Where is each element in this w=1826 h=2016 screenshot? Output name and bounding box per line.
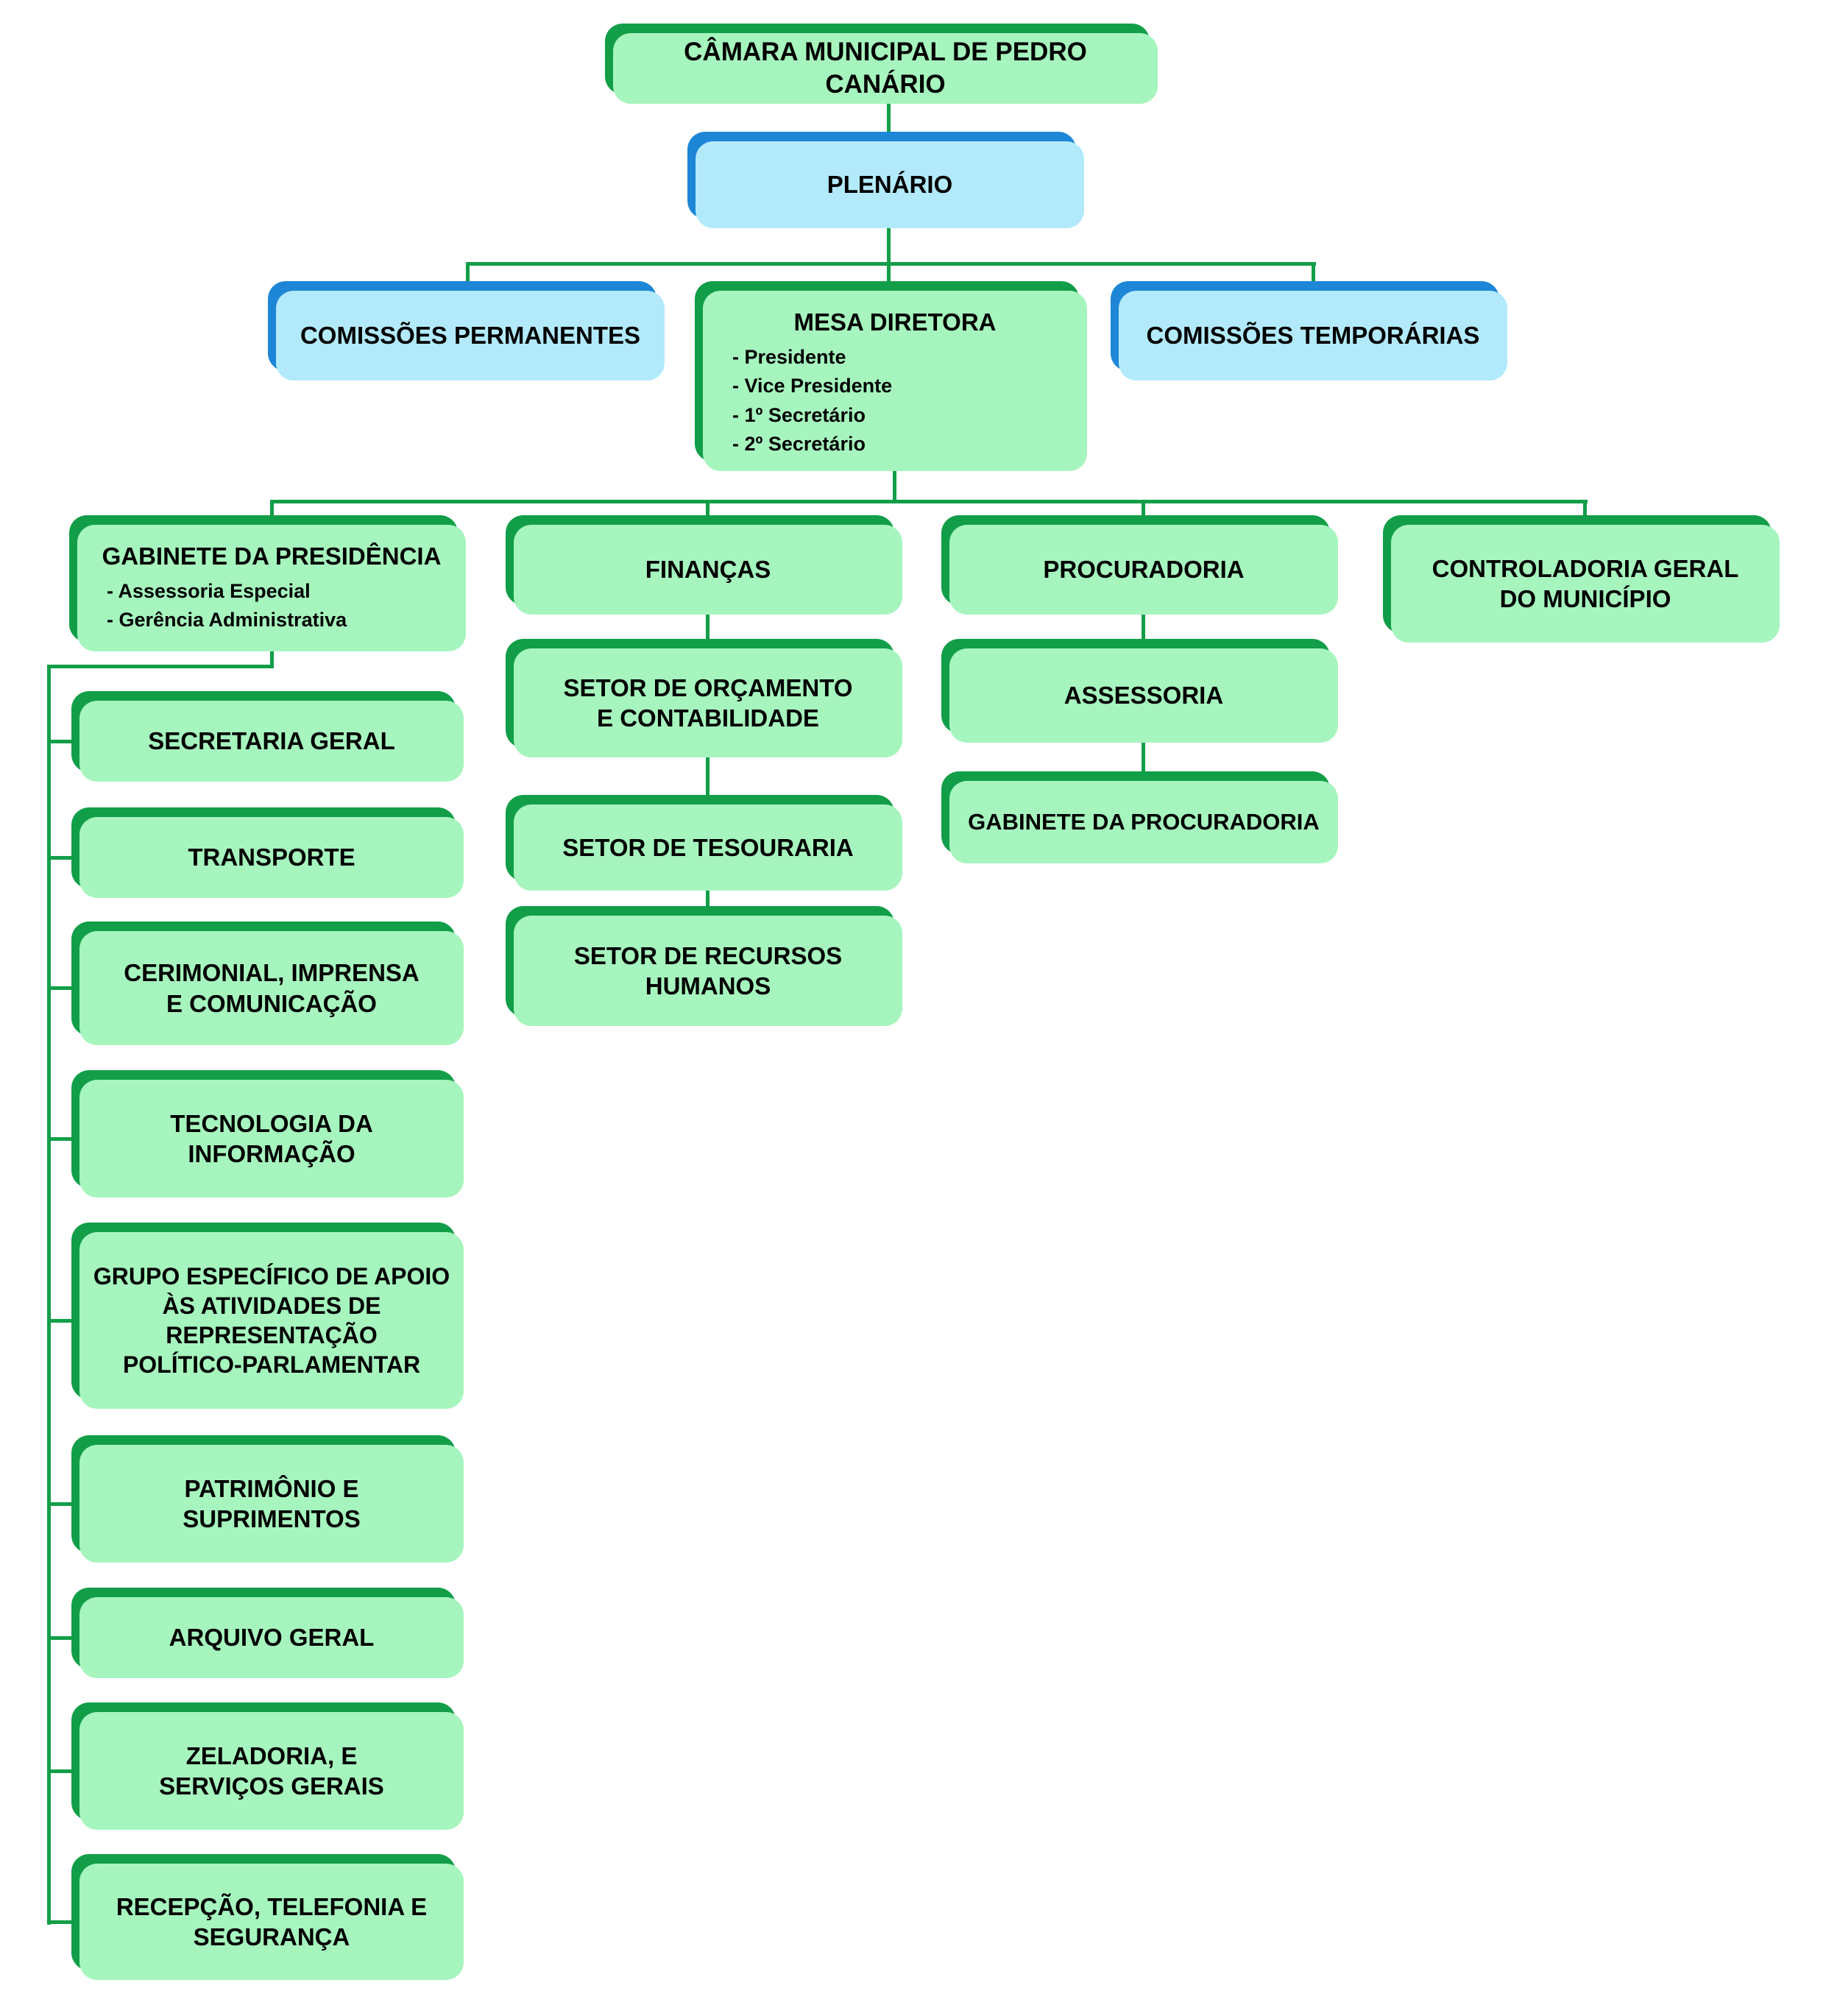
sublist-item: - Presidente [732, 346, 846, 369]
node-recepcao-telefonia-seguranca: RECEPÇÃO, TELEFONIA E SEGURANÇA [79, 1864, 464, 1980]
node-sublist: - Presidente - Vice Presidente - 1º Secr… [713, 343, 892, 459]
node-mesa-diretora: MESA DIRETORA - Presidente - Vice Presid… [703, 291, 1087, 471]
node-camara-municipal: CÂMARA MUNICIPAL DE PEDRO CANÁRIO [613, 33, 1158, 104]
node-label: CERIMONIAL, IMPRENSA E COMUNICAÇÃO [124, 959, 420, 1017]
node-label: PROCURADORIA [1043, 556, 1245, 584]
connector [706, 500, 709, 529]
node-label: PLENÁRIO [827, 171, 953, 199]
connector [47, 1920, 81, 1924]
node-plenario: PLENÁRIO [696, 141, 1084, 228]
node-comissoes-permanentes: COMISSÕES PERMANENTES [276, 291, 665, 381]
connector [1142, 613, 1145, 650]
sublist-item: - 2º Secretário [732, 432, 866, 455]
sublist-item: - 1º Secretário [732, 403, 866, 426]
node-label: PATRIMÔNIO E SUPRIMENTOS [183, 1474, 361, 1532]
node-label: TRANSPORTE [188, 843, 355, 871]
node-label: SECRETARIA GERAL [148, 727, 395, 755]
sublist-item: - Assessoria Especial [107, 580, 311, 603]
node-controladoria-geral: CONTROLADORIA GERAL DO MUNICÍPIO [1391, 525, 1780, 643]
node-label: CONTROLADORIA GERAL DO MUNICÍPIO [1432, 554, 1739, 612]
node-transporte: TRANSPORTE [79, 817, 464, 898]
node-label: SETOR DE RECURSOS HUMANOS [573, 941, 843, 1000]
node-label: FINANÇAS [645, 556, 771, 584]
connector [887, 102, 891, 146]
node-label: RECEPÇÃO, TELEFONIA E SEGURANÇA [116, 1892, 428, 1950]
connector [47, 1636, 81, 1640]
connector [47, 1137, 81, 1141]
node-label: GABINETE DA PROCURADORIA [968, 808, 1320, 835]
connector [893, 470, 896, 503]
node-financas: FINANÇAS [514, 525, 902, 615]
node-procuradoria: PROCURADORIA [949, 525, 1338, 615]
connector [270, 500, 274, 529]
connector [706, 889, 709, 917]
connector [47, 1769, 81, 1773]
node-arquivo-geral: ARQUIVO GERAL [79, 1597, 464, 1678]
node-cerimonial-imprensa-comunicacao: CERIMONIAL, IMPRENSA E COMUNICAÇÃO [79, 931, 464, 1045]
node-label: GABINETE DA PRESIDÊNCIA [102, 542, 442, 570]
connector [47, 740, 81, 743]
node-grupo-apoio-politico-parlamentar: GRUPO ESPECÍFICO DE APOIO ÀS ATIVIDADES … [79, 1232, 464, 1409]
node-label: ASSESSORIA [1064, 682, 1224, 710]
node-label: SETOR DE ORÇAMENTO E CONTABILIDADE [563, 673, 853, 732]
node-label: CÂMARA MUNICIPAL DE PEDRO CANÁRIO [684, 38, 1087, 99]
node-patrimonio-suprimentos: PATRIMÔNIO E SUPRIMENTOS [79, 1445, 464, 1563]
node-gabinete-procuradoria: GABINETE DA PROCURADORIA [949, 781, 1338, 863]
node-label: GRUPO ESPECÍFICO DE APOIO ÀS ATIVIDADES … [93, 1263, 450, 1378]
connector [270, 500, 1588, 503]
node-setor-recursos-humanos: SETOR DE RECURSOS HUMANOS [514, 916, 902, 1026]
node-setor-orcamento-contabilidade: SETOR DE ORÇAMENTO E CONTABILIDADE [514, 648, 902, 757]
node-setor-tesouraria: SETOR DE TESOURARIA [514, 804, 902, 891]
node-assessoria: ASSESSORIA [949, 648, 1338, 743]
node-sublist: - Assessoria Especial - Gerência Adminis… [88, 577, 347, 634]
sublist-item: - Vice Presidente [732, 375, 893, 397]
connector [47, 1319, 81, 1323]
connector [706, 756, 709, 806]
node-label: COMISSÕES PERMANENTES [300, 322, 641, 350]
connector [270, 650, 274, 668]
connector [1142, 500, 1145, 529]
connector [1312, 262, 1315, 294]
node-gabinete-presidencia: GABINETE DA PRESIDÊNCIA - Assessoria Esp… [77, 525, 466, 651]
node-label: MESA DIRETORA [793, 308, 997, 336]
connector [887, 227, 891, 294]
connector [47, 1502, 81, 1506]
node-secretaria-geral: SECRETARIA GERAL [79, 701, 464, 782]
connector [466, 262, 1316, 266]
node-label: COMISSÕES TEMPORÁRIAS [1146, 322, 1480, 350]
node-label: ARQUIVO GERAL [169, 1624, 375, 1652]
node-label: SETOR DE TESOURARIA [562, 833, 854, 861]
connector [47, 665, 51, 1925]
connector [47, 665, 274, 668]
connector [47, 856, 81, 860]
connector [1142, 741, 1145, 782]
node-tecnologia-informacao: TECNOLOGIA DA INFORMAÇÃO [79, 1080, 464, 1198]
connector [466, 262, 470, 294]
connector [706, 613, 709, 650]
sublist-item: - Gerência Administrativa [107, 609, 347, 632]
node-zeladoria-servicos-gerais: ZELADORIA, E SERVIÇOS GERAIS [79, 1712, 464, 1830]
connector [47, 986, 81, 990]
node-label: TECNOLOGIA DA INFORMAÇÃO [170, 1109, 373, 1167]
connector [1583, 500, 1587, 529]
node-label: ZELADORIA, E SERVIÇOS GERAIS [159, 1741, 384, 1800]
node-comissoes-temporarias: COMISSÕES TEMPORÁRIAS [1119, 291, 1507, 381]
